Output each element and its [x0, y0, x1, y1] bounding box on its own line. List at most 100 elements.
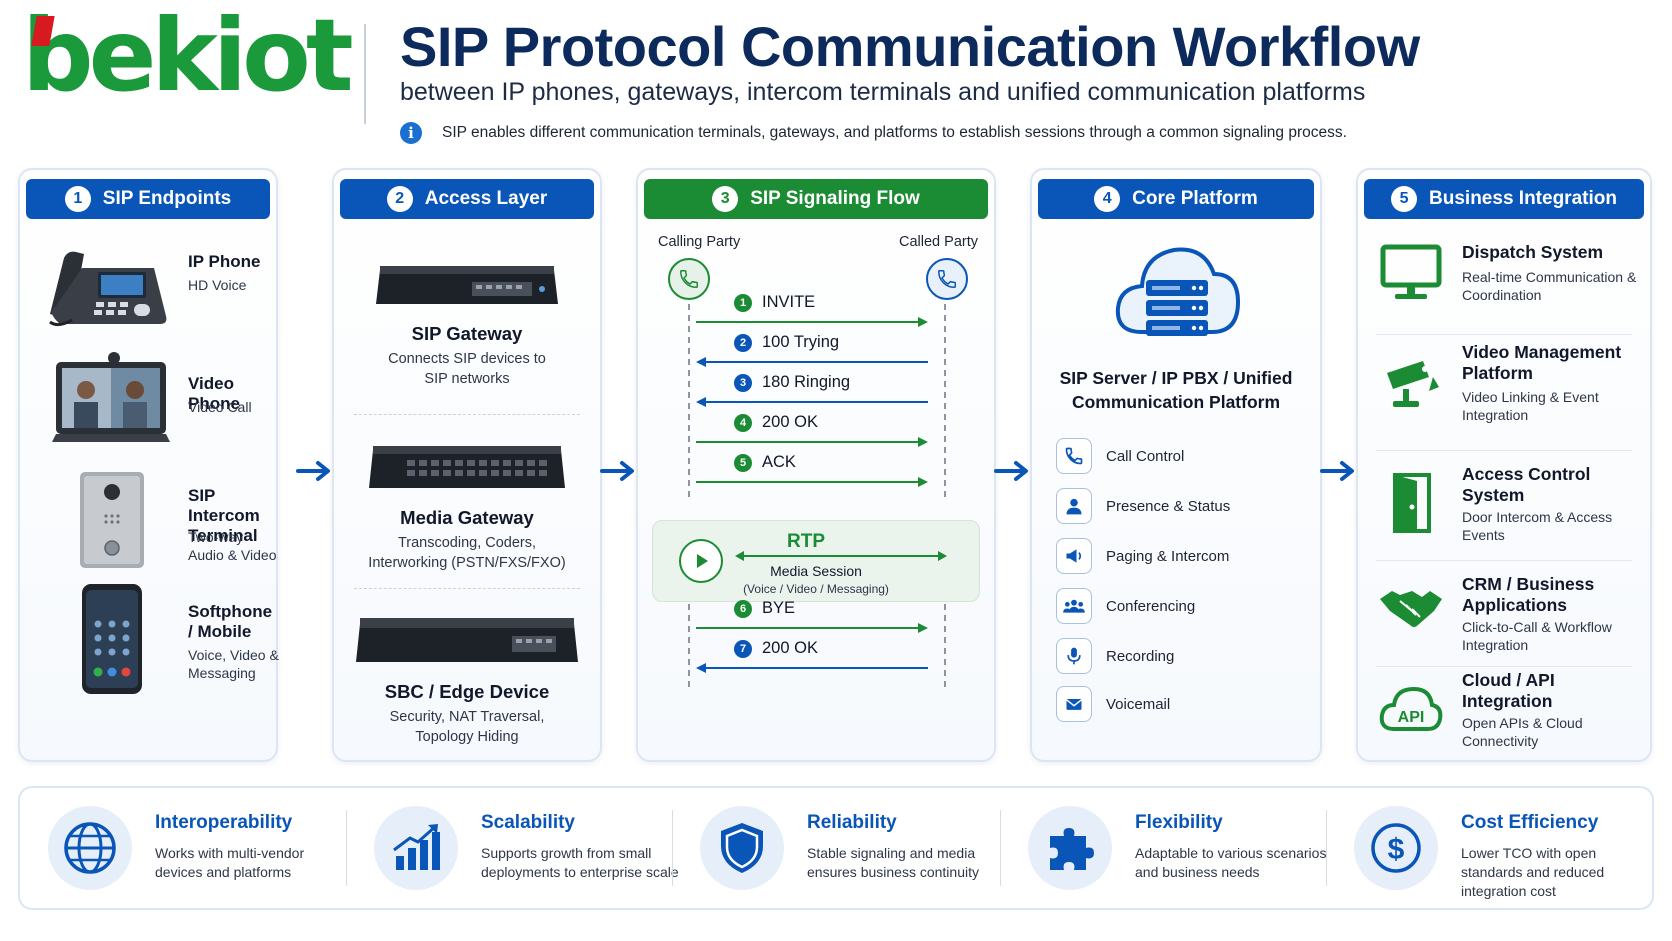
phone-icon	[1056, 438, 1092, 474]
video-phone-icon	[52, 352, 170, 442]
benefit-title: Scalability	[481, 812, 575, 833]
benefit-title: Reliability	[807, 812, 897, 833]
device-desc: Transcoding, Coders, Interworking (PSTN/…	[368, 535, 566, 571]
arrow-left-icon	[696, 397, 928, 407]
endpoint-softphone: Softphone / Mobile Voice, Video & Messag…	[20, 584, 279, 704]
benefit-reliability: Reliability Stable signaling and media e…	[672, 788, 992, 908]
integration-desc: Door Intercom & Access Events	[1462, 509, 1613, 543]
endpoint-desc: HD Voice	[188, 277, 247, 293]
monitor-icon	[1376, 238, 1446, 308]
feature-call-control: Call Control	[1056, 436, 1276, 476]
sip-message-200-ok: 4 200 OK	[694, 413, 928, 452]
message-label: 200 OK	[762, 639, 818, 657]
message-number: 1	[734, 294, 752, 312]
message-label: INVITE	[762, 293, 816, 311]
handshake-icon	[1376, 574, 1446, 644]
message-number: 7	[734, 640, 752, 658]
benefit-flexibility: Flexibility Adaptable to various scenari…	[1000, 788, 1326, 908]
svg-text:$: $	[1388, 833, 1405, 866]
flow-arrow-icon	[994, 461, 1028, 481]
step-number: 1	[64, 186, 91, 212]
benefits-bar: Interoperability Works with multi-vendor…	[18, 786, 1654, 910]
benefit-divider	[1000, 810, 1001, 886]
panel-title: Access Layer	[424, 188, 548, 209]
integration-dispatch-system: Dispatch System Real-time Communication …	[1370, 230, 1638, 335]
arrow-left-icon	[696, 663, 928, 673]
panel-header: 5 Business Integration	[1364, 179, 1644, 219]
feature-label: Conferencing	[1106, 597, 1196, 615]
user-icon	[1056, 488, 1092, 524]
puzzle-icon	[1028, 806, 1112, 890]
item-divider	[1376, 560, 1632, 561]
integration-title: CRM / Business Applications	[1462, 574, 1595, 615]
benefit-desc: Supports growth from small deployments t…	[481, 845, 679, 880]
item-divider	[1376, 334, 1632, 335]
benefit-desc: Works with multi-vendor devices and plat…	[155, 845, 305, 880]
panel-header: 1 SIP Endpoints	[26, 179, 270, 219]
endpoint-desc: Two-way Audio & Video	[188, 529, 277, 563]
message-number: 6	[734, 600, 752, 618]
integration-desc: Open APIs & Cloud Connectivity	[1462, 715, 1583, 749]
message-label: 180 Ringing	[762, 373, 851, 391]
feature-label: Call Control	[1106, 447, 1185, 465]
sip-message-invite: 1 INVITE	[694, 293, 928, 332]
item-divider	[1376, 666, 1632, 667]
feature-label: Paging & Intercom	[1106, 547, 1230, 565]
arrow-right-icon	[696, 317, 928, 327]
endpoint-title: IP Phone	[188, 252, 261, 271]
sip-message-bye: 6 BYE	[694, 599, 928, 638]
message-number: 3	[734, 374, 752, 392]
smartphone-icon	[82, 584, 142, 694]
device-title: Media Gateway	[400, 507, 534, 528]
info-icon: i	[400, 122, 422, 144]
endpoint-title: Softphone / Mobile	[188, 602, 273, 641]
arrow-right-icon	[696, 437, 928, 447]
megaphone-icon	[1056, 538, 1092, 574]
feature-label: Presence & Status	[1106, 497, 1231, 515]
rtp-line2: (Voice / Video / Messaging)	[743, 582, 889, 596]
door-intercom-icon	[80, 472, 144, 568]
ip-phone-icon	[49, 251, 167, 327]
api-badge: API	[1398, 709, 1425, 726]
feature-recording: Recording	[1056, 636, 1276, 676]
benefit-desc: Lower TCO with open standards and reduce…	[1461, 845, 1605, 899]
panel-title: SIP Endpoints	[102, 188, 232, 209]
rtp-line1: Media Session	[770, 563, 862, 579]
panel-title: Business Integration	[1429, 188, 1617, 209]
device-sip-gateway: SIP Gateway Connects SIP devices to SIP …	[334, 256, 600, 389]
dollar-icon: $	[1354, 806, 1438, 890]
integration-title: Cloud / API Integration	[1462, 670, 1555, 711]
message-label: 200 OK	[762, 413, 818, 431]
panel-title: Core Platform	[1132, 188, 1258, 209]
header: bekiot SIP Protocol Communication Workfl…	[0, 0, 1672, 150]
feature-label: Recording	[1106, 647, 1175, 665]
panel-header: 3 SIP Signaling Flow	[644, 179, 988, 219]
panel-title: SIP Signaling Flow	[750, 188, 920, 209]
benefit-title: Cost Efficiency	[1461, 812, 1599, 833]
header-divider	[364, 24, 366, 124]
panel-access-layer: 2 Access Layer SIP Gateway Connects SIP …	[332, 168, 602, 762]
endpoint-title: SIP Intercom Terminal	[188, 486, 260, 545]
endpoint-desc: Voice, Video & Messaging	[188, 647, 279, 681]
panel-sip-signaling-flow: 3 SIP Signaling Flow Calling Party Calle…	[636, 168, 996, 762]
message-number: 4	[734, 414, 752, 432]
integration-desc: Click-to-Call & Workflow Integration	[1462, 619, 1612, 653]
info-text: SIP enables different communication term…	[442, 124, 1347, 141]
feature-label: Voicemail	[1106, 695, 1171, 713]
benefit-title: Flexibility	[1135, 812, 1223, 833]
panel-core-platform: 4 Core Platform SIP Server / IP PBX / Un…	[1030, 168, 1322, 762]
step-number: 3	[712, 186, 739, 212]
signaling-lifelines	[688, 304, 946, 690]
flow-arrow-icon	[600, 461, 634, 481]
rtp-title: RTP	[787, 531, 825, 552]
flow-arrow-icon	[1320, 461, 1354, 481]
endpoint-ip-phone: IP Phone HD Voice	[20, 228, 276, 348]
benefit-scalability: Scalability Supports growth from small d…	[346, 788, 679, 908]
info-note: i SIP enables different communication te…	[400, 122, 1347, 144]
sip-message-200-ok-final: 7 200 OK	[694, 639, 928, 678]
step-number: 2	[386, 186, 413, 212]
device-desc: Connects SIP devices to SIP networks	[388, 351, 546, 387]
integration-desc: Video Linking & Event Integration	[1462, 389, 1599, 423]
feature-paging-intercom: Paging & Intercom	[1056, 536, 1276, 576]
calling-party-label: Calling Party	[658, 234, 741, 250]
